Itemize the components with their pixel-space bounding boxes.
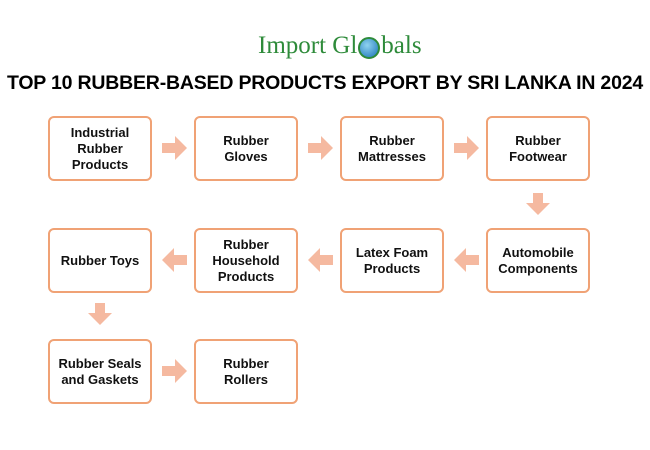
step-6: Latex Foam Products	[340, 228, 444, 293]
arrow-right-icon	[308, 136, 333, 160]
import-globals-logo: Import Gl bals	[258, 32, 422, 60]
step-5: Automobile Components	[486, 228, 590, 293]
arrow-left-icon	[454, 248, 479, 272]
arrow-right-icon	[162, 359, 187, 383]
logo-text-1: Import Gl	[258, 32, 358, 59]
step-9: Rubber Seals and Gaskets	[48, 339, 152, 404]
arrow-down-icon	[526, 193, 550, 215]
logo-text-2: bals	[381, 32, 422, 59]
arrow-left-icon	[162, 248, 187, 272]
step-10: Rubber Rollers	[194, 339, 298, 404]
step-7: Rubber Household Products	[194, 228, 298, 293]
arrow-down-icon	[88, 303, 112, 325]
page-title: TOP 10 RUBBER-BASED PRODUCTS EXPORT BY S…	[6, 72, 644, 94]
step-1: Industrial Rubber Products	[48, 116, 152, 181]
arrow-right-icon	[162, 136, 187, 160]
step-2: Rubber Gloves	[194, 116, 298, 181]
globe-icon	[358, 37, 381, 59]
step-4: Rubber Footwear	[486, 116, 590, 181]
arrow-left-icon	[308, 248, 333, 272]
arrow-right-icon	[454, 136, 479, 160]
step-8: Rubber Toys	[48, 228, 152, 293]
step-3: Rubber Mattresses	[340, 116, 444, 181]
